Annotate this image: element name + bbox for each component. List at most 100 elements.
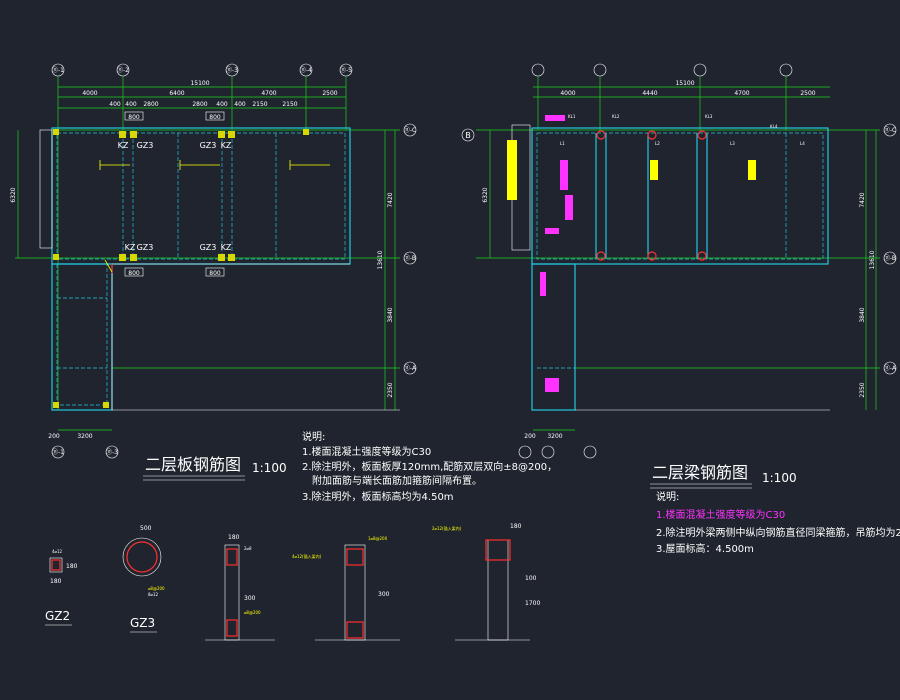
dim-text: 6320 (482, 187, 489, 202)
detail-text: 100 (525, 575, 537, 582)
dim-text: 4700 (734, 90, 749, 97)
detail-text: 300 (244, 595, 256, 602)
dim-text: 2800 (143, 101, 158, 108)
left-plan: ⑪-1 ⑪-2 ⑪-3 ⑪-4 ⑪-5 15100 4000 6400 (10, 63, 557, 503)
detail-text: 180 (66, 563, 78, 570)
beam-tag: KL1 (568, 114, 576, 119)
dim-text: 13610 (869, 250, 876, 269)
right-plan: 15100 4000 4440 4700 2500 ⑪-C ⑪-B ⑪-A B … (461, 63, 900, 555)
detail-text: 2⌀8 (244, 546, 252, 551)
left-dimension-lines (15, 76, 400, 431)
axis-label: B (465, 131, 471, 140)
dim-text: 200 (48, 433, 60, 440)
axis-label: ⑪-A (404, 364, 417, 372)
note-line: 1.楼面混凝土强度等级为C30 (656, 508, 785, 521)
column-label: KZ (125, 243, 136, 252)
axis-label: ⑪-A (884, 364, 897, 372)
note-line: 3.屋面标高：4.500m (656, 542, 754, 555)
detail-text: 8⌀12 (148, 592, 158, 597)
note-line: 2.除注明外，板面板厚120mm,配筋双层双向±8@200， (302, 460, 557, 473)
right-drawing-title: 二层梁钢筋图 (652, 463, 748, 482)
left-columns (53, 129, 309, 408)
beam-tag: KL3 (705, 114, 713, 119)
axis-label: ⑪-5 (340, 66, 352, 74)
detail-text: 1700 (525, 600, 540, 607)
dim-text: 200 (524, 433, 536, 440)
dim-text: 2500 (800, 90, 815, 97)
dim-box-text: 800 (209, 114, 221, 121)
axis-label: ⑪-3 (106, 448, 118, 456)
axis-label: ⑪-C (404, 126, 416, 134)
axis-label: ⑪-B (884, 254, 896, 262)
right-drawing-scale: 1:100 (762, 471, 797, 485)
axis-label: ⑪-B (404, 254, 416, 262)
notes-heading: 说明: (656, 490, 679, 503)
note-line: 附加面筋与端长面筋加箍筋间隔布置。 (312, 474, 482, 487)
dim-text: 400 (234, 101, 246, 108)
dim-text: 3840 (859, 307, 866, 322)
beam-tag: L3 (730, 141, 735, 146)
dim-box-text: 800 (209, 270, 221, 277)
dim-total: 15100 (675, 80, 694, 87)
left-rebar-marks (99, 160, 330, 273)
detail-text: 180 (50, 578, 62, 585)
detail-text: 4⌀12 (52, 549, 62, 554)
detail-text: 180 (510, 523, 522, 530)
detail-text: 1⌀8@200 (368, 536, 388, 541)
gz3-label: GZ3 (130, 616, 155, 630)
right-beam-outline (511, 124, 830, 411)
right-dimension-lines (476, 76, 880, 431)
detail-text: 2⌀12(锚入梁内) (432, 525, 462, 531)
dim-text: 2350 (859, 382, 866, 397)
note-line: 2.除注明外梁两侧中纵向钢筋直径同梁箍筋，吊筋均为2⌀12 (656, 526, 900, 539)
detail-sections: 180 2⌀8 300 ⌀8@200 4⌀12(锚入梁内) 1⌀8@200 30… (205, 523, 540, 641)
left-top-axes: ⑪-1 ⑪-2 ⑪-3 ⑪-4 ⑪-5 (51, 63, 353, 77)
left-drawing-title: 二层板钢筋图 (145, 455, 241, 474)
dim-text: 400 (125, 101, 137, 108)
dim-text: 7420 (859, 192, 866, 207)
axis-label: ⑪-3 (226, 66, 238, 74)
axis-label: ⑪-4 (300, 66, 312, 74)
dim-text: 3840 (387, 307, 394, 322)
column-label: KZ (221, 243, 232, 252)
beam-tag: L4 (800, 141, 805, 146)
dim-total: 15100 (190, 80, 209, 87)
beam-tag: L2 (655, 141, 660, 146)
axis-label: ⑪-1 (52, 448, 64, 456)
column-label: KZ (221, 141, 232, 150)
notes-heading: 说明: (302, 430, 325, 443)
dim-text: 6400 (169, 90, 184, 97)
detail-gz3: 500 ⌀8@200 8⌀12 GZ3 (122, 525, 165, 633)
column-label: GZ3 (137, 243, 154, 252)
beam-tag: KL4 (770, 124, 778, 129)
dim-text: 2800 (192, 101, 207, 108)
dim-box-text: 800 (128, 270, 140, 277)
gz2-label: GZ2 (45, 609, 70, 623)
dim-text: 2500 (322, 90, 337, 97)
beam-tag: KL2 (612, 114, 620, 119)
column-label: GZ3 (200, 243, 217, 252)
column-label: KZ (118, 141, 129, 150)
detail-gz2: 4⌀12 180 180 GZ2 (45, 549, 78, 626)
note-line: 3.除注明外，板面标高均为4.50m (302, 490, 454, 503)
dim-text: 400 (109, 101, 121, 108)
note-line: 1.楼面混凝土强度等级为C30 (302, 445, 431, 458)
detail-text: 500 (140, 525, 152, 532)
detail-text: ⌀8@200 (244, 610, 261, 615)
detail-text: 300 (378, 591, 390, 598)
dim-text: 2150 (252, 101, 267, 108)
right-rebar-points (596, 130, 707, 261)
dim-text: 4440 (642, 90, 657, 97)
dim-text: 2150 (282, 101, 297, 108)
dim-text: 13610 (377, 250, 384, 269)
column-label: GZ3 (200, 141, 217, 150)
dim-text: 4700 (261, 90, 276, 97)
beam-tag: L1 (560, 141, 565, 146)
dim-text: 4000 (560, 90, 575, 97)
dim-text: 2350 (387, 382, 394, 397)
axis-label: ⑪-2 (117, 66, 129, 74)
right-beam-tags (507, 115, 756, 392)
left-drawing-scale: 1:100 (252, 461, 287, 475)
column-label: GZ3 (137, 141, 154, 150)
left-slab-outline (39, 127, 400, 411)
